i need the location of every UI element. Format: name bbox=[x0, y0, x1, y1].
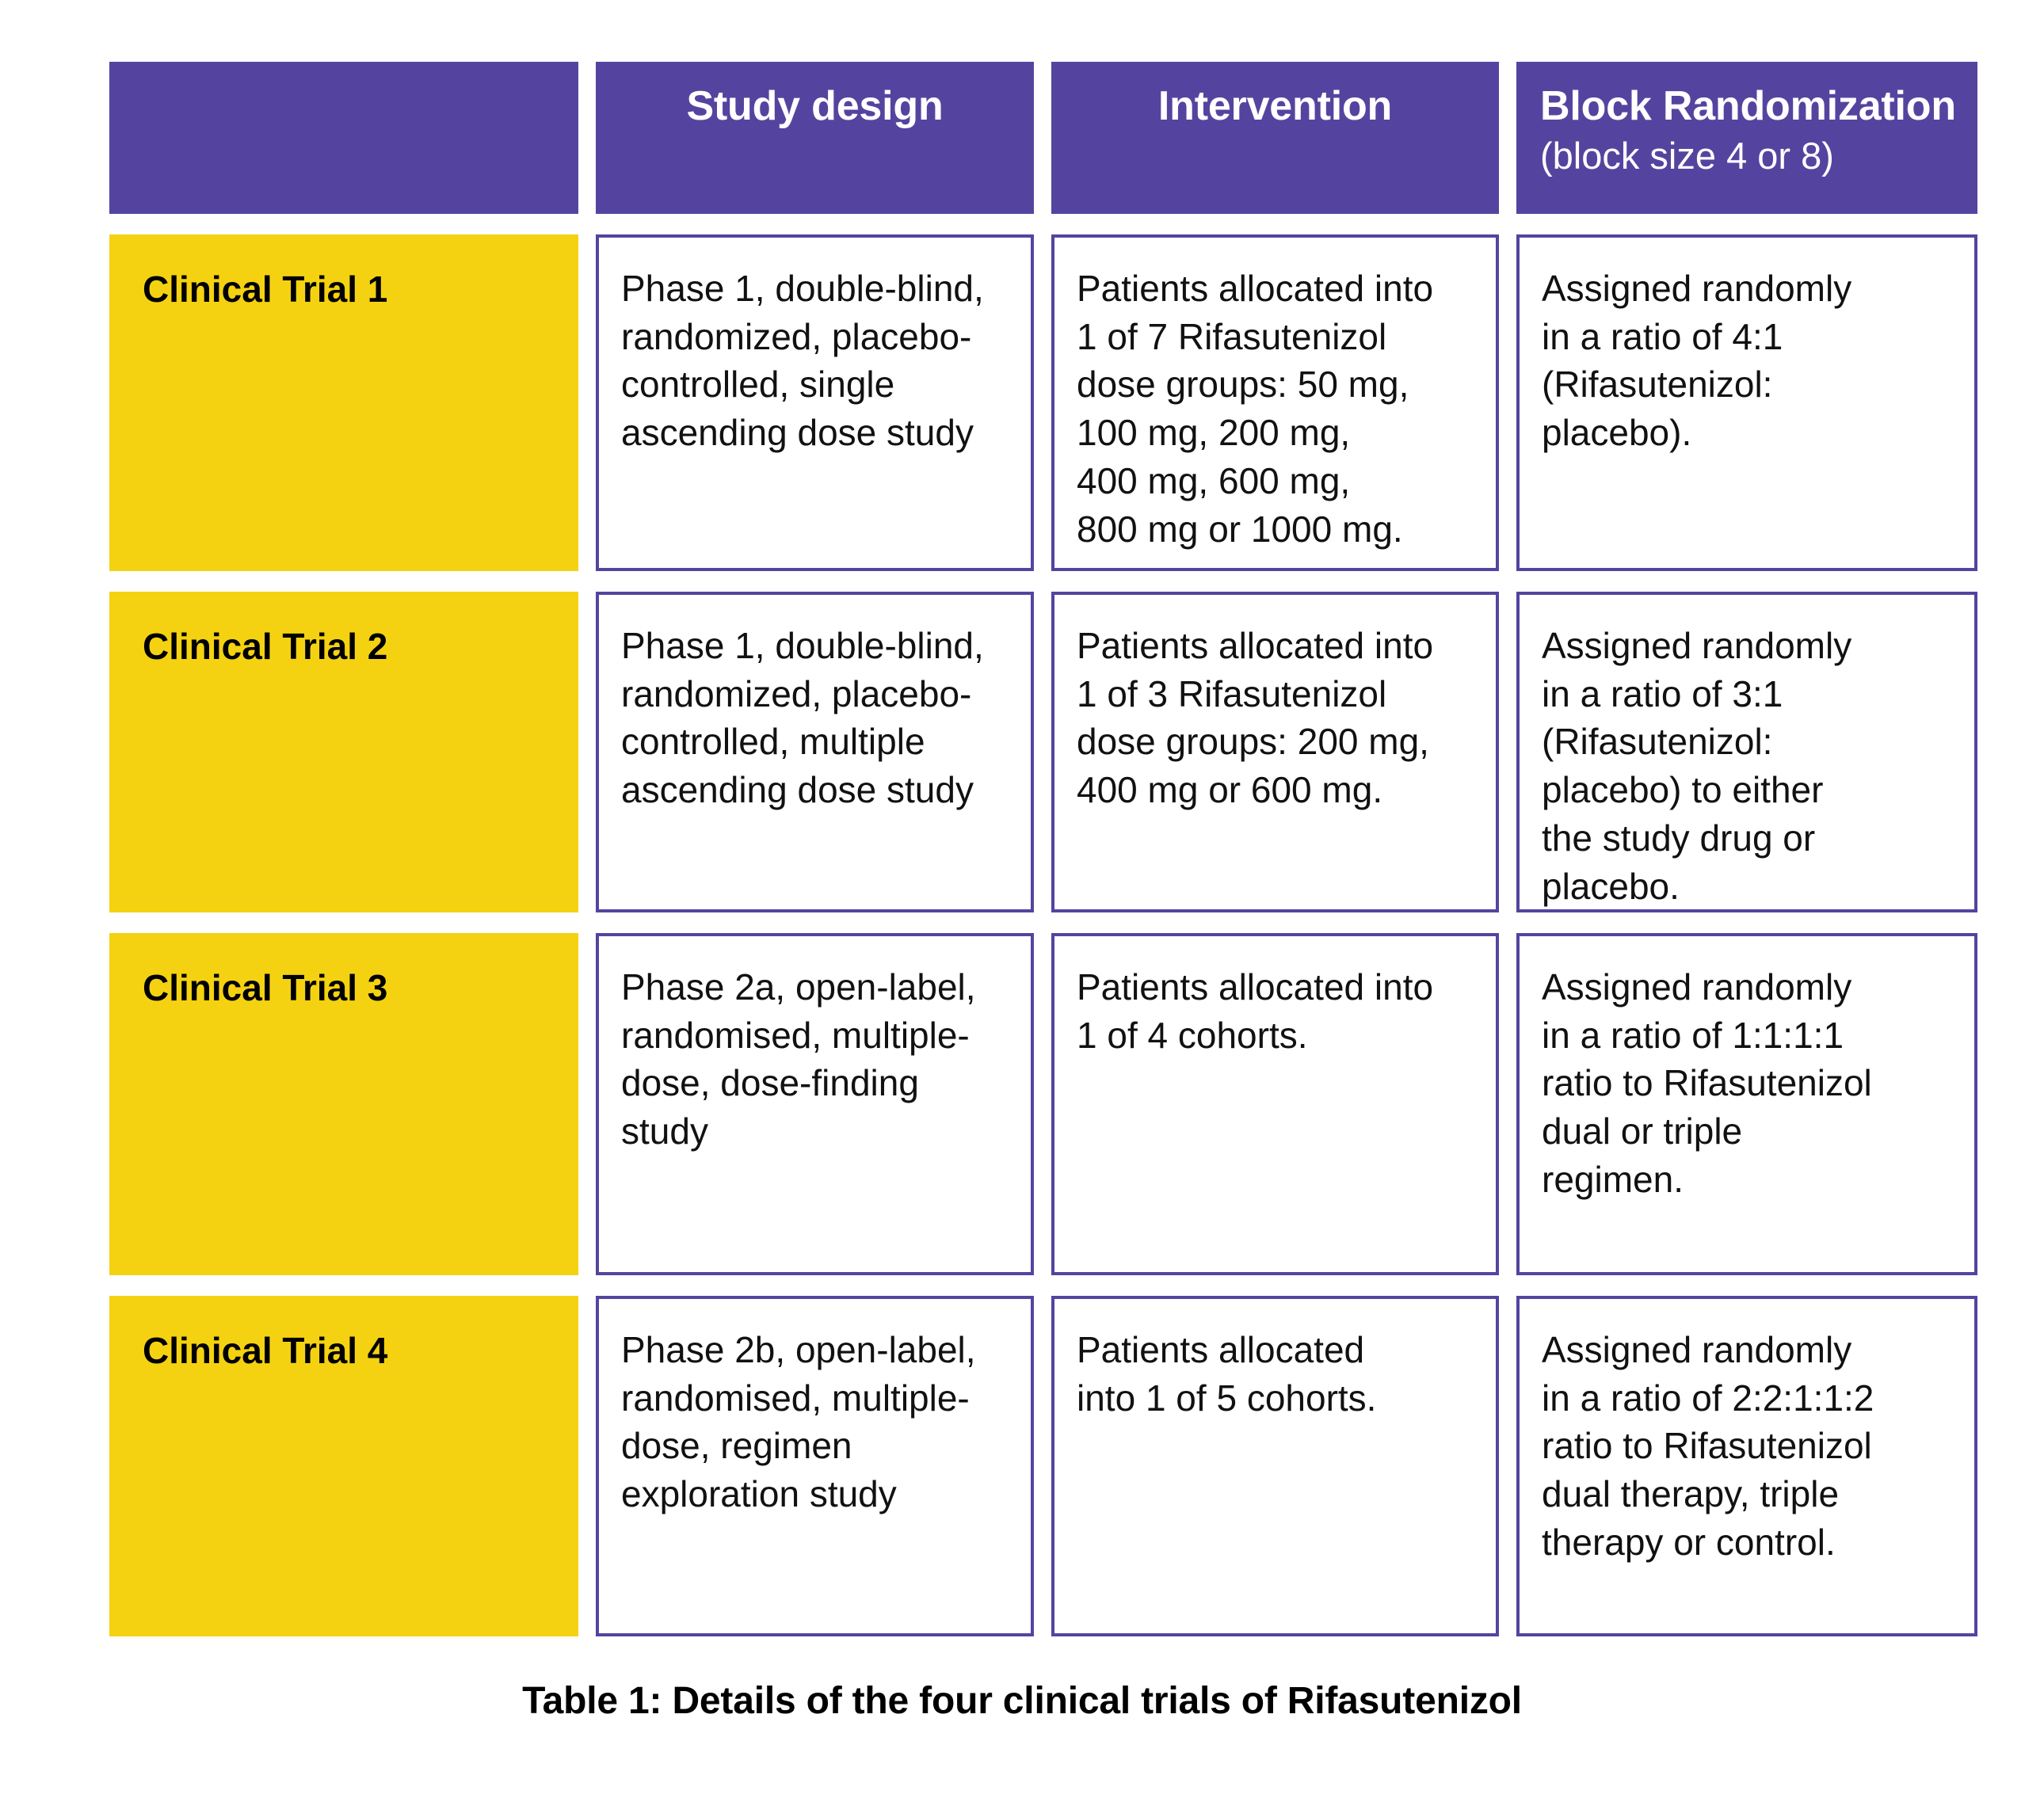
cell-text-line: placebo). bbox=[1542, 412, 1692, 454]
cell-text-line: 1 of 7 Rifasutenizol bbox=[1077, 315, 1387, 357]
header-cell-intervention: Intervention bbox=[1051, 62, 1499, 214]
cell-text-line: controlled, multiple bbox=[621, 721, 925, 763]
table-row: Clinical Trial 1 Phase 1, double-blind, r… bbox=[109, 234, 1977, 571]
row-label-trial-2: Clinical Trial 2 bbox=[109, 592, 578, 912]
cell-text-line: in a ratio of 4:1 bbox=[1542, 315, 1783, 357]
cell-study-design-trial-1: Phase 1, double-blind, randomized, placeb… bbox=[596, 234, 1034, 571]
cell-text-line: regimen. bbox=[1542, 1158, 1684, 1200]
table-row: Clinical Trial 4 Phase 2b, open-label, ra… bbox=[109, 1296, 1977, 1636]
cell-text-line: 1 of 4 cohorts. bbox=[1077, 1014, 1308, 1056]
cell-text-line: randomised, multiple- bbox=[621, 1377, 970, 1419]
header-cell-corner bbox=[109, 62, 578, 214]
cell-text-line: placebo) to either bbox=[1542, 769, 1824, 811]
cell-text-line: Assigned randomly bbox=[1542, 268, 1852, 309]
cell-text-line: Patients allocated into bbox=[1077, 966, 1434, 1008]
cell-text-line: Phase 1, double-blind, bbox=[621, 268, 984, 309]
cell-text-line: 1 of 3 Rifasutenizol bbox=[1077, 672, 1387, 714]
cell-text-line: ratio to Rifasutenizol bbox=[1542, 1062, 1872, 1104]
cell-text-line: randomised, multiple- bbox=[621, 1014, 970, 1056]
cell-intervention-trial-3: Patients allocated into 1 of 4 cohorts. bbox=[1051, 933, 1499, 1275]
row-label-trial-3: Clinical Trial 3 bbox=[109, 933, 578, 1275]
cell-block-randomization-trial-2: Assigned randomly in a ratio of 3:1 (Rifas… bbox=[1516, 592, 1977, 912]
cell-text-line: Patients allocated into bbox=[1077, 268, 1434, 309]
cell-text-line: dose, dose-finding bbox=[621, 1062, 919, 1104]
cell-intervention-trial-1: Patients allocated into 1 of 7 Rifasuteni… bbox=[1051, 234, 1499, 571]
cell-text-line: randomized, placebo- bbox=[621, 315, 972, 357]
cell-text-line: randomized, placebo- bbox=[621, 672, 972, 714]
cell-text-line: Assigned randomly bbox=[1542, 1329, 1852, 1370]
cell-text-line: controlled, single bbox=[621, 364, 895, 406]
cell-text-line: dual therapy, triple bbox=[1542, 1473, 1840, 1515]
cell-text-line: 400 mg or 600 mg. bbox=[1077, 769, 1383, 811]
table-caption: Table 1: Details of the four clinical tr… bbox=[522, 1680, 1522, 1722]
cell-text-line: the study drug or bbox=[1542, 817, 1816, 859]
cell-text-line: into 1 of 5 cohorts. bbox=[1077, 1377, 1377, 1419]
cell-text-line: therapy or control. bbox=[1542, 1521, 1836, 1563]
clinical-trials-table: Study design Intervention Block Randomiz… bbox=[109, 62, 1977, 1636]
cell-text-line: study bbox=[621, 1110, 708, 1152]
table-header-row: Study design Intervention Block Randomiz… bbox=[109, 62, 1977, 214]
cell-text-line: Patients allocated into bbox=[1077, 625, 1434, 666]
cell-intervention-trial-2: Patients allocated into 1 of 3 Rifasuteni… bbox=[1051, 592, 1499, 912]
cell-text-line: in a ratio of 3:1 bbox=[1542, 672, 1783, 714]
cell-text-line: Phase 2b, open-label, bbox=[621, 1329, 976, 1370]
cell-text-line: Phase 1, double-blind, bbox=[621, 625, 984, 666]
cell-text-line: 100 mg, 200 mg, bbox=[1077, 412, 1351, 454]
cell-text-line: Patients allocated bbox=[1077, 1329, 1365, 1370]
cell-study-design-trial-3: Phase 2a, open-label, randomised, multipl… bbox=[596, 933, 1034, 1275]
cell-intervention-trial-4: Patients allocated into 1 of 5 cohorts. bbox=[1051, 1296, 1499, 1636]
header-block-randomization-label: Block Randomization bbox=[1540, 83, 1956, 129]
cell-text-line: Assigned randomly bbox=[1542, 966, 1852, 1008]
row-label-trial-4: Clinical Trial 4 bbox=[109, 1296, 578, 1636]
cell-text-line: 400 mg, 600 mg, bbox=[1077, 459, 1351, 501]
cell-text-line: in a ratio of 1:1:1:1 bbox=[1542, 1014, 1844, 1056]
header-intervention-label: Intervention bbox=[1157, 83, 1393, 129]
header-cell-study-design: Study design bbox=[596, 62, 1034, 214]
table-row: Clinical Trial 2 Phase 1, double-blind, r… bbox=[109, 592, 1977, 912]
cell-block-randomization-trial-3: Assigned randomly in a ratio of 1:1:1:1 ra… bbox=[1516, 933, 1977, 1275]
cell-text-line: ascending dose study bbox=[621, 769, 974, 811]
row-label-trial-1: Clinical Trial 1 bbox=[109, 234, 578, 571]
cell-text-line: in a ratio of 2:2:1:1:2 bbox=[1542, 1377, 1874, 1419]
header-block-randomization-sublabel: (block size 4 or 8) bbox=[1540, 135, 1834, 177]
cell-text-line: exploration study bbox=[621, 1473, 897, 1515]
cell-text-line: Assigned randomly bbox=[1542, 625, 1852, 666]
cell-text-line: dose groups: 200 mg, bbox=[1077, 721, 1429, 763]
header-study-design-label: Study design bbox=[686, 83, 944, 129]
table-row: Clinical Trial 3 Phase 2a, open-label, ra… bbox=[109, 933, 1977, 1275]
cell-text-line: (Rifasutenizol: bbox=[1542, 364, 1773, 406]
cell-block-randomization-trial-1: Assigned randomly in a ratio of 4:1 (Rifas… bbox=[1516, 234, 1977, 571]
cell-text-line: Phase 2a, open-label, bbox=[621, 966, 976, 1008]
cell-text-line: placebo. bbox=[1542, 865, 1680, 907]
cell-study-design-trial-4: Phase 2b, open-label, randomised, multipl… bbox=[596, 1296, 1034, 1636]
cell-block-randomization-trial-4: Assigned randomly in a ratio of 2:2:1:1:2… bbox=[1516, 1296, 1977, 1636]
cell-text-line: 800 mg or 1000 mg. bbox=[1077, 508, 1403, 550]
header-cell-block-randomization: Block Randomization (block size 4 or 8) bbox=[1516, 62, 1977, 214]
cell-text-line: dose, regimen bbox=[621, 1425, 852, 1467]
cell-study-design-trial-2: Phase 1, double-blind, randomized, placeb… bbox=[596, 592, 1034, 912]
cell-text-line: dose groups: 50 mg, bbox=[1077, 364, 1409, 406]
cell-text-line: ascending dose study bbox=[621, 412, 974, 454]
cell-text-line: dual or triple bbox=[1542, 1110, 1743, 1152]
cell-text-line: (Rifasutenizol: bbox=[1542, 721, 1773, 763]
cell-text-line: ratio to Rifasutenizol bbox=[1542, 1425, 1872, 1467]
